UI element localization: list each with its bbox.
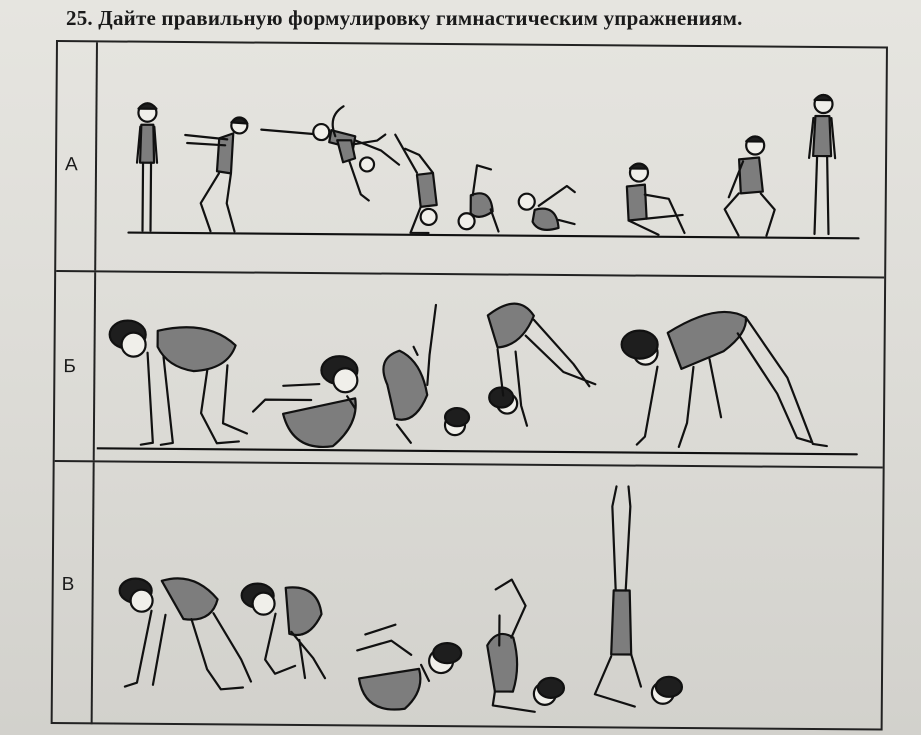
row-label-c: В: [61, 574, 75, 596]
gymnast-roll-to-shoulder-stand-sequence-c: [118, 485, 684, 713]
figure-a1: [135, 102, 159, 232]
figure-c5: [593, 485, 684, 708]
figure-b3: [382, 303, 471, 444]
gymnast-forward-roll-sequence-b: [96, 302, 858, 456]
figure-b4: [486, 302, 597, 427]
label-cell: Б: [54, 272, 97, 461]
exercise-table: А: [50, 40, 888, 731]
task-title: 25. Дайте правильную формулировку гимнас…: [66, 6, 743, 30]
figure-c4: [486, 578, 566, 713]
figure-b1: [108, 319, 249, 446]
figure-a7: [517, 184, 576, 231]
row-label-b: Б: [63, 356, 76, 378]
row-b: Б: [54, 272, 885, 469]
gymnast-roll-sequence-a: [127, 93, 860, 240]
figure-a9: [723, 135, 776, 237]
figure-a2: [184, 116, 249, 233]
figure-cell-c: [95, 462, 883, 730]
label-cell: А: [56, 42, 98, 271]
figure-a5: [394, 133, 438, 235]
figure-a4: [331, 105, 376, 202]
row-a: А: [56, 42, 886, 279]
figure-c2: [240, 582, 327, 680]
figure-c3: [356, 623, 463, 711]
figure-b5: [620, 310, 828, 449]
figure-cell-a: [98, 42, 886, 276]
figure-a8: [625, 162, 686, 236]
figure-a6: [457, 164, 500, 233]
label-cell: В: [52, 462, 95, 725]
figure-a10: [807, 93, 837, 236]
row-c: В: [52, 462, 883, 730]
row-label-a: А: [64, 154, 78, 176]
figure-cell-b: [96, 272, 884, 466]
figure-a3: [260, 122, 401, 166]
figure-b2: [251, 355, 359, 449]
figure-c1: [118, 577, 253, 691]
